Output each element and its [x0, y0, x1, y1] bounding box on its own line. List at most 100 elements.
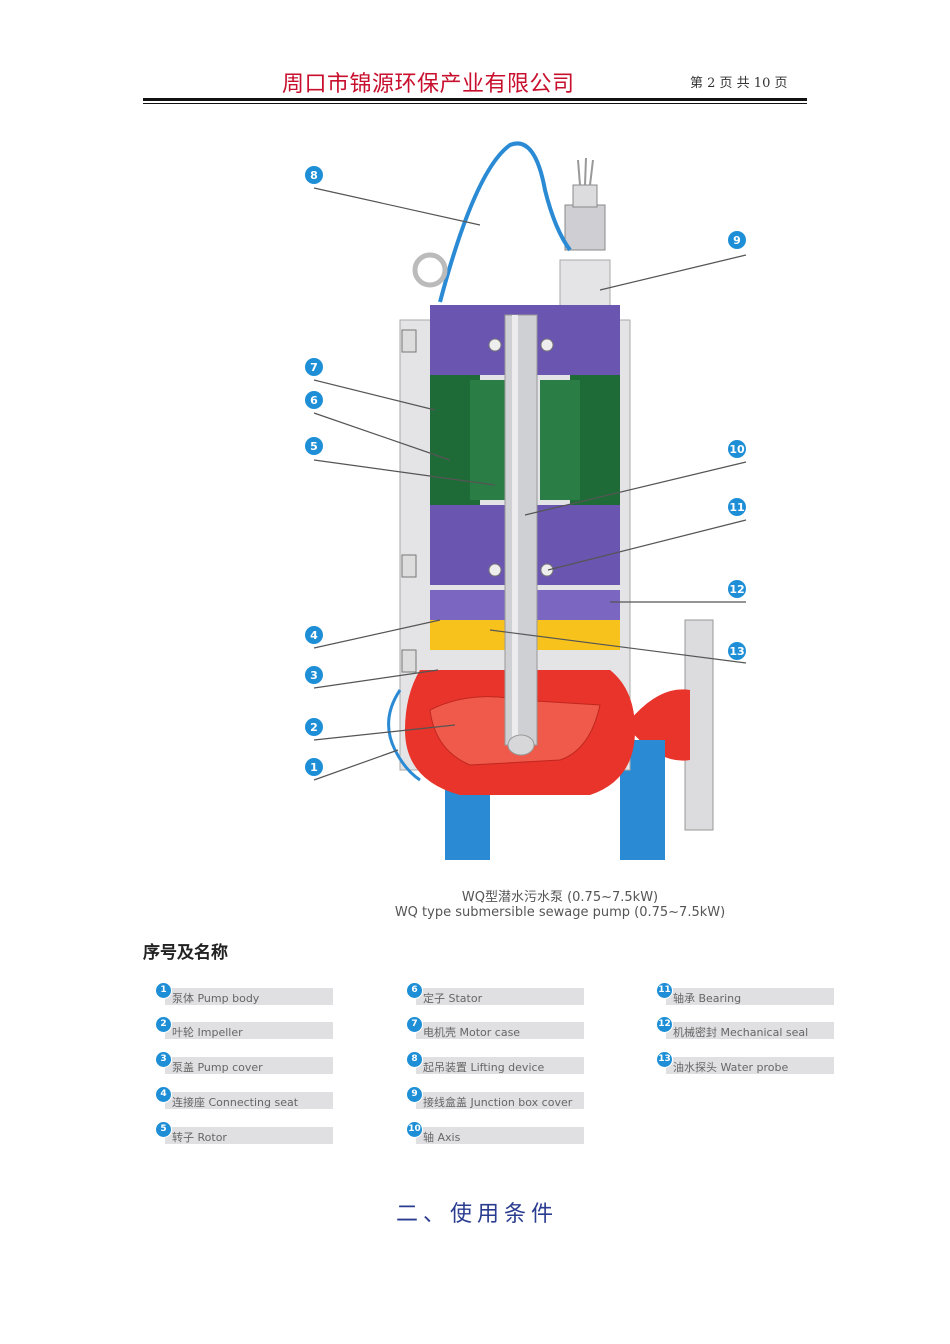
callout-6: 6 [305, 391, 323, 409]
cable-gland [572, 184, 598, 208]
legend-label: 叶轮 Impeller [172, 1026, 243, 1039]
svg-text:8: 8 [310, 169, 318, 182]
legend-label: 泵盖 Pump cover [172, 1061, 263, 1074]
pump-cross-section-diagram: 8 9 7 6 5 10 11 12 4 13 3 2 1 [305, 141, 747, 860]
cable-wires [577, 157, 594, 186]
leader-13 [489, 629, 747, 664]
leader-3 [313, 669, 439, 689]
legend-item: 10 轴 Axis [406, 1121, 584, 1144]
legend-item: 4 连接座 Connecting seat [155, 1086, 333, 1109]
bearing-bottom-left [488, 563, 502, 577]
legend-label: 机械密封 Mechanical seal [673, 1026, 809, 1039]
leader-4 [313, 619, 441, 649]
legend-label: 油水探头 Water probe [673, 1061, 789, 1074]
legend-item: 2 叶轮 Impeller [155, 1016, 333, 1039]
leader-7 [313, 379, 436, 411]
legend-number-badge: 12 [656, 1016, 673, 1033]
callout-9: 9 [728, 231, 746, 249]
legend-label: 电机壳 Motor case [423, 1026, 521, 1039]
bearing-top-right [540, 338, 554, 352]
legend-item: 13 油水探头 Water probe [656, 1051, 834, 1074]
legend-item: 12 机械密封 Mechanical seal [656, 1016, 834, 1039]
callout-2: 2 [305, 718, 323, 736]
bolt-1 [401, 329, 417, 353]
svg-text:7: 7 [310, 361, 318, 374]
legend-item: 3 泵盖 Pump cover [155, 1051, 333, 1074]
svg-text:13: 13 [729, 645, 744, 658]
shaft-highlight [512, 315, 518, 745]
svg-text:3: 3 [310, 669, 318, 682]
leader-2 [313, 724, 456, 741]
rotor-left [470, 380, 510, 500]
leader-1 [313, 749, 399, 781]
legend-number-badge: 5 [155, 1121, 172, 1138]
legend-label: 转子 Rotor [172, 1131, 227, 1144]
legend-number-badge: 4 [155, 1086, 172, 1103]
legend-number-badge: 2 [155, 1016, 172, 1033]
leader-6 [313, 412, 451, 461]
leader-10 [524, 461, 747, 516]
svg-text:2: 2 [310, 721, 318, 734]
lifting-eye [412, 252, 448, 288]
leader-8 [313, 187, 481, 226]
lifting-handle [438, 141, 572, 303]
header-rule-thick [143, 98, 807, 101]
rotor-right [540, 380, 580, 500]
legend-number-badge: 3 [155, 1051, 172, 1068]
section-title: 二、使用条件 [396, 1202, 559, 1227]
svg-text:1: 1 [310, 761, 318, 774]
junction-box-cover [564, 204, 606, 251]
legend-label: 定子 Stator [423, 992, 483, 1005]
callout-12: 12 [728, 580, 746, 598]
legend-item: 6 定子 Stator [406, 982, 584, 1005]
svg-text:12: 12 [729, 583, 744, 596]
legend-number-badge: 13 [656, 1051, 673, 1068]
legend-number-badge: 9 [406, 1086, 423, 1103]
callout-11: 11 [728, 498, 746, 516]
callout-8: 8 [305, 166, 323, 184]
callout-10: 10 [728, 440, 746, 458]
legend-heading: 序号及名称 [143, 943, 228, 963]
impeller-nut [507, 734, 535, 756]
bearing-top-left [488, 338, 502, 352]
legend-label: 轴 Axis [423, 1131, 461, 1144]
header-rule-thin [143, 103, 807, 104]
bearing-bottom-right [540, 563, 554, 577]
legend-label: 连接座 Connecting seat [172, 1096, 299, 1109]
header-page-info: 第 2 页 共 10 页 [690, 76, 788, 91]
callout-5: 5 [305, 437, 323, 455]
figure-caption-cn: WQ型潜水污水泵 (0.75~7.5kW) [461, 890, 659, 905]
svg-text:10: 10 [729, 443, 745, 456]
legend-number-badge: 6 [406, 982, 423, 999]
legend-number-badge: 7 [406, 1016, 423, 1033]
bolt-2 [401, 554, 417, 578]
bolt-3 [401, 649, 417, 673]
callout-4: 4 [305, 626, 323, 644]
svg-text:5: 5 [310, 440, 318, 453]
legend-label: 泵体 Pump body [172, 992, 260, 1005]
legend-label: 起吊装置 Lifting device [423, 1061, 545, 1074]
legend-number-badge: 11 [656, 982, 673, 999]
legend-item: 5 转子 Rotor [155, 1121, 333, 1144]
svg-text:6: 6 [310, 394, 318, 407]
figure-caption-en: WQ type submersible sewage pump (0.75~7.… [394, 905, 726, 920]
legend-item: 7 电机壳 Motor case [406, 1016, 584, 1039]
svg-text:11: 11 [729, 501, 744, 514]
leader-9 [599, 254, 747, 291]
legend-item: 9 接线盒盖 Junction box cover [406, 1086, 584, 1109]
legend-number-badge: 10 [406, 1121, 423, 1138]
legend-item: 11 轴承 Bearing [656, 982, 834, 1005]
callout-7: 7 [305, 358, 323, 376]
legend-item: 1 泵体 Pump body [155, 982, 333, 1005]
svg-text:9: 9 [733, 234, 741, 247]
header-company-name: 周口市锦源环保产业有限公司 [282, 72, 575, 97]
shaft [504, 314, 538, 746]
callout-3: 3 [305, 666, 323, 684]
legend-label: 接线盒盖 Junction box cover [423, 1096, 573, 1109]
legend-item: 8 起吊装置 Lifting device [406, 1051, 584, 1074]
svg-text:4: 4 [310, 629, 318, 642]
callout-13: 13 [728, 642, 746, 660]
legend-number-badge: 8 [406, 1051, 423, 1068]
leader-5 [313, 459, 496, 486]
legend-label: 轴承 Bearing [673, 992, 742, 1005]
